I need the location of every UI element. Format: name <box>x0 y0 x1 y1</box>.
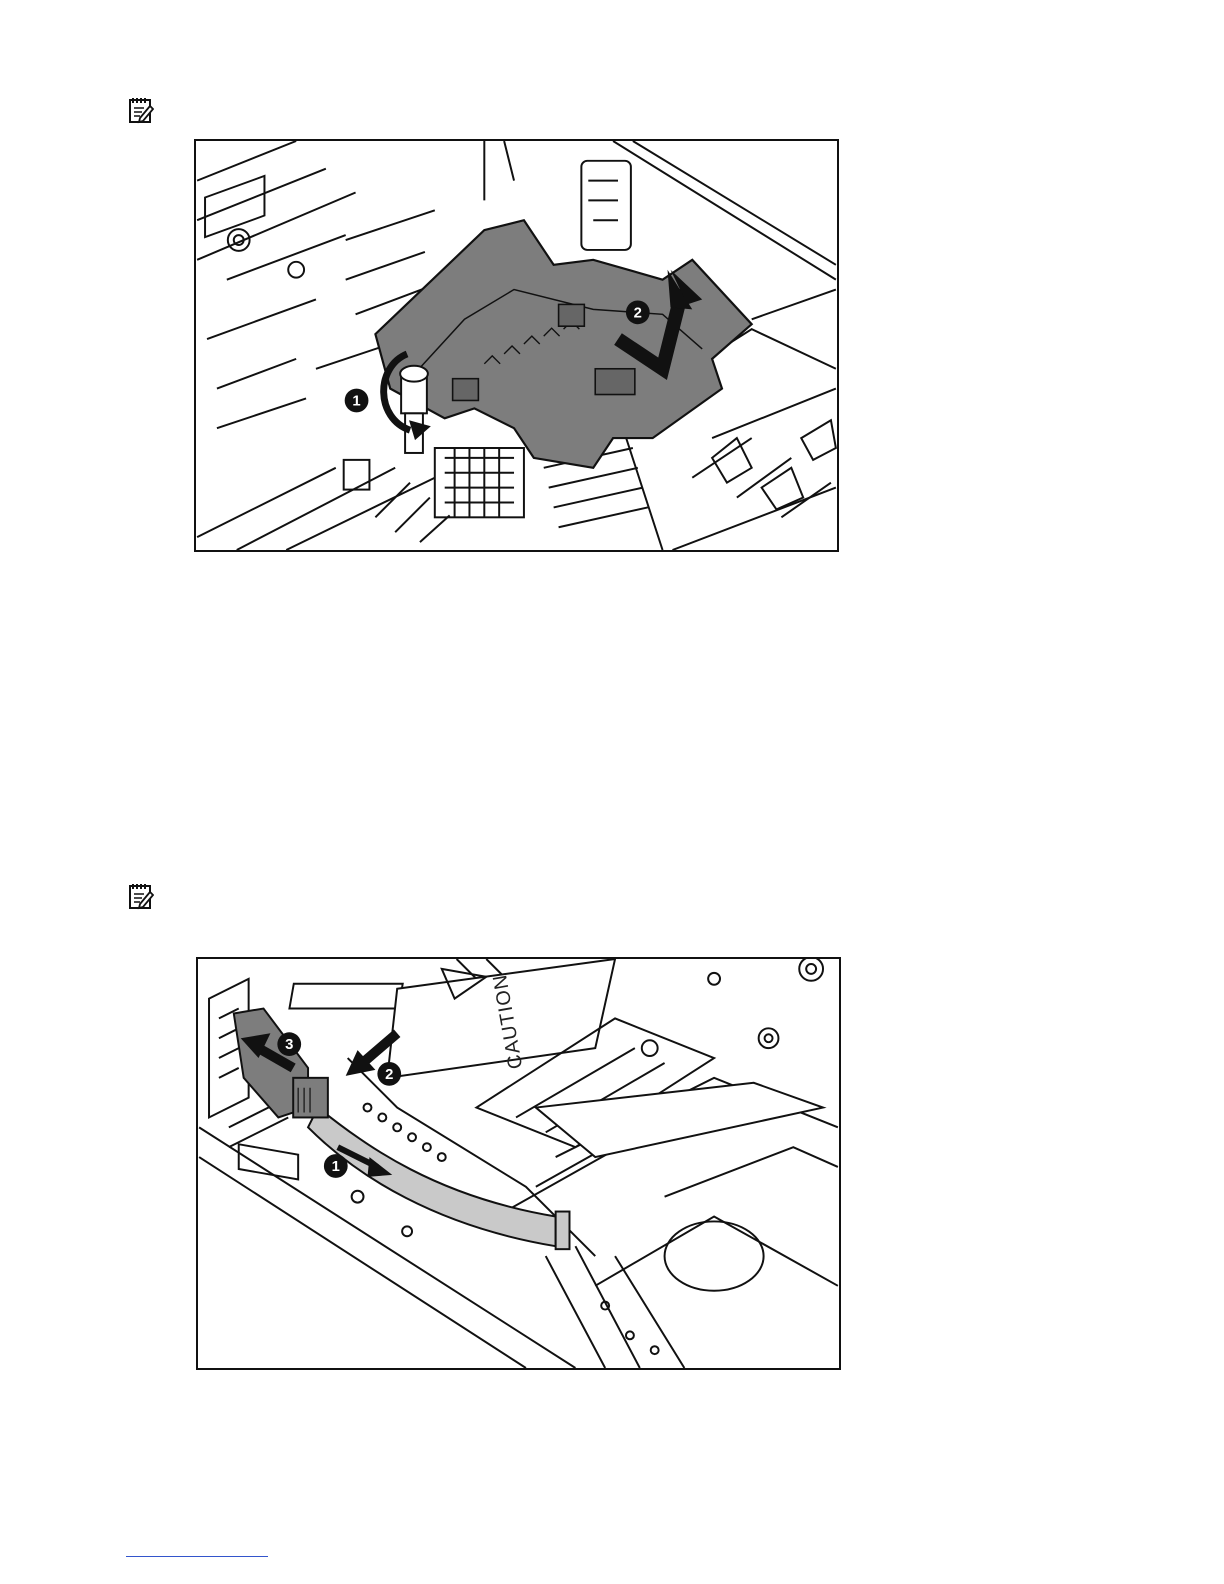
note-icon <box>128 882 154 910</box>
callout-1: 1 <box>324 1154 348 1178</box>
callout-1: 1 <box>345 389 369 413</box>
callout-3: 3 <box>277 1032 301 1056</box>
figure-air-baffle-removal: 1 2 <box>194 139 839 552</box>
svg-text:3: 3 <box>285 1037 293 1053</box>
callout-2: 2 <box>626 300 650 324</box>
svg-text:2: 2 <box>385 1067 393 1083</box>
illustration-cable-disconnect: CAUTION 1 2 3 <box>198 959 839 1368</box>
footer-link-underline[interactable] <box>126 1556 268 1557</box>
illustration-air-baffle: 1 2 <box>196 141 837 550</box>
note-icon <box>128 96 154 124</box>
svg-text:1: 1 <box>352 393 360 409</box>
svg-text:2: 2 <box>634 305 642 321</box>
svg-text:1: 1 <box>332 1159 340 1175</box>
callout-2: 2 <box>377 1062 401 1086</box>
figure-cable-disconnect: CAUTION 1 2 3 <box>196 957 841 1370</box>
